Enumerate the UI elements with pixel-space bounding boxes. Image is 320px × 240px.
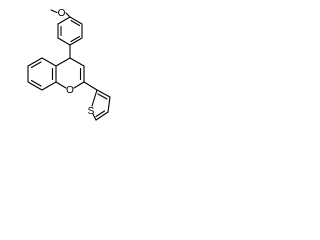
- phenyl-ring-outline: [57, 16, 83, 46]
- phenyl-double-bond-2: [70, 35, 81, 43]
- thiophene-sulfur-label: S: [88, 106, 95, 117]
- methoxy-o-aryl-bond: [65, 12, 71, 18]
- thiophene-c2-c3-bond: [96, 89, 111, 98]
- benzo-ring-outline: [27, 57, 57, 91]
- thiophene-c4-c5-bond: [95, 111, 109, 121]
- thiophene-c3-c4-bond: [107, 96, 111, 113]
- chemical-structure-canvas: O O S: [0, 0, 120, 155]
- methyl-bond: [50, 9, 58, 14]
- thiophene-c2-c3-double-bond: [97, 93, 108, 100]
- ring-oxygen-label: O: [66, 85, 74, 96]
- c4-c4a-bond: [55, 57, 71, 67]
- benzo-double-bond-2: [30, 79, 42, 87]
- thiophene-c5-s-bond: [92, 113, 97, 121]
- c2-o1-bond: [73, 81, 85, 89]
- methoxyphenyl-ring: [57, 16, 83, 46]
- o1-c8a-bond: [55, 81, 67, 89]
- thiophene-ring: [91, 89, 111, 121]
- c4-c3-bond: [69, 57, 85, 67]
- methoxy-group: [50, 9, 71, 18]
- c2-thienyl-bond: [83, 81, 98, 91]
- phenyl-double-bond-1: [70, 19, 81, 27]
- thiophene-s-c2-bond: [91, 89, 98, 107]
- benzo-double-bond-3: [30, 61, 42, 69]
- chemical-structure-drawing: O O S: [27, 8, 111, 121]
- thiophene-c4-c5-double-bond: [95, 110, 106, 118]
- pyran-ring: [55, 57, 85, 89]
- benzo-ring: [27, 57, 57, 91]
- methoxy-oxygen-label: O: [58, 8, 66, 19]
